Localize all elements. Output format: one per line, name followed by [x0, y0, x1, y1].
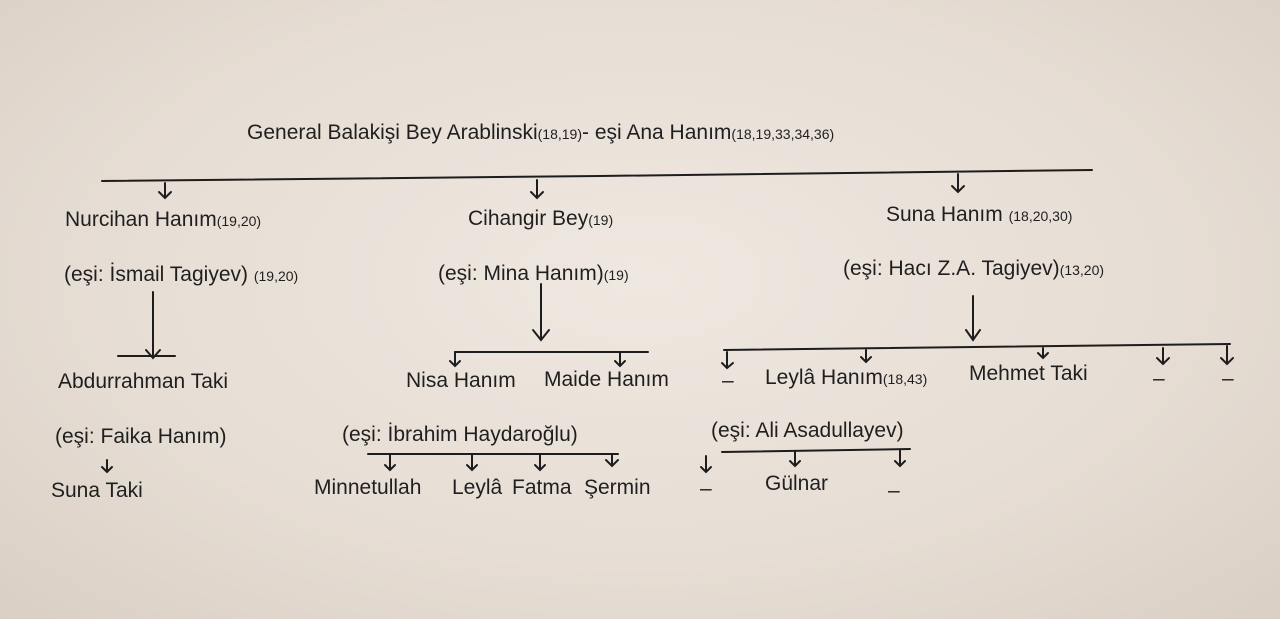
grandchild-unnamed-1: –: [722, 369, 734, 392]
child-cihangir: Cihangir Bey(19): [468, 208, 613, 229]
grandchild-mehmet: Mehmet Taki: [969, 362, 1088, 385]
great-grandchild-leyla: Leylâ: [452, 476, 503, 499]
grandchild-refs: (18,43): [882, 371, 928, 387]
grandchild-unnamed-2: –: [1153, 367, 1165, 390]
child-refs: (19): [588, 212, 614, 228]
child-refs: (18,20,30): [1008, 208, 1073, 224]
spouse-abdurrahman: (eşi: Faika Hanım): [55, 425, 227, 448]
grandchild-leyla: Leylâ Hanım(18,43): [765, 367, 927, 388]
spouse-nisa: (eşi: İbrahim Haydaroğlu): [342, 423, 578, 446]
root-person: General Balakişi Bey Arablinski(18,19)- …: [247, 122, 834, 143]
spouse-suna: (eşi: Hacı Z.A. Tagiyev)(13,20): [843, 258, 1104, 279]
great-grandchild-gulnar: Gülnar: [765, 472, 829, 495]
grandchild-abdurrahman: Abdurrahman Taki: [58, 370, 229, 393]
root-spouse-refs: (18,19,33,34,36): [731, 126, 835, 142]
grandchild-maide: Maide Hanım: [544, 368, 669, 391]
great-grandchild-sermin: Şermin: [584, 476, 651, 499]
spouse-leyla: (eşi: Ali Asadullayev): [711, 419, 904, 442]
spouse-name: (eşi: Mina Hanım): [438, 262, 604, 285]
root-name: General Balakişi Bey Arablinski: [247, 121, 538, 144]
spouse-refs: (19,20): [253, 268, 299, 284]
great-grandchild-fatma: Fatma: [512, 476, 572, 499]
grandchild-name: Leylâ Hanım: [765, 366, 883, 389]
root-spouse: - eşi Ana Hanım: [582, 121, 732, 144]
spouse-refs: (19): [603, 267, 629, 283]
spouse-cihangir: (eşi: Mina Hanım)(19): [438, 263, 629, 284]
child-nurcihan: Nurcihan Hanım(19,20): [65, 209, 261, 230]
spouse-name: (eşi: Hacı Z.A. Tagiyev): [843, 257, 1060, 280]
great-grandchild-unnamed-2: –: [888, 479, 900, 502]
child-name: Cihangir Bey: [468, 207, 589, 230]
spouse-nurcihan: (eşi: İsmail Tagiyev) (19,20): [64, 264, 298, 285]
great-grandchild-unnamed-1: –: [700, 477, 712, 500]
spouse-name: (eşi: İsmail Tagiyev): [64, 263, 248, 286]
child-suna: Suna Hanım (18,20,30): [886, 204, 1072, 225]
child-name: Suna Hanım: [886, 203, 1003, 226]
grandchild-unnamed-3: –: [1222, 367, 1234, 390]
grandchild-nisa: Nisa Hanım: [406, 369, 516, 392]
great-grandchild-minnetullah: Minnetullah: [314, 476, 422, 499]
great-grandchild-suna-taki: Suna Taki: [51, 479, 143, 502]
root-refs: (18,19): [537, 126, 582, 142]
spouse-refs: (13,20): [1059, 262, 1105, 278]
child-name: Nurcihan Hanım: [65, 208, 217, 231]
child-refs: (19,20): [216, 213, 262, 229]
